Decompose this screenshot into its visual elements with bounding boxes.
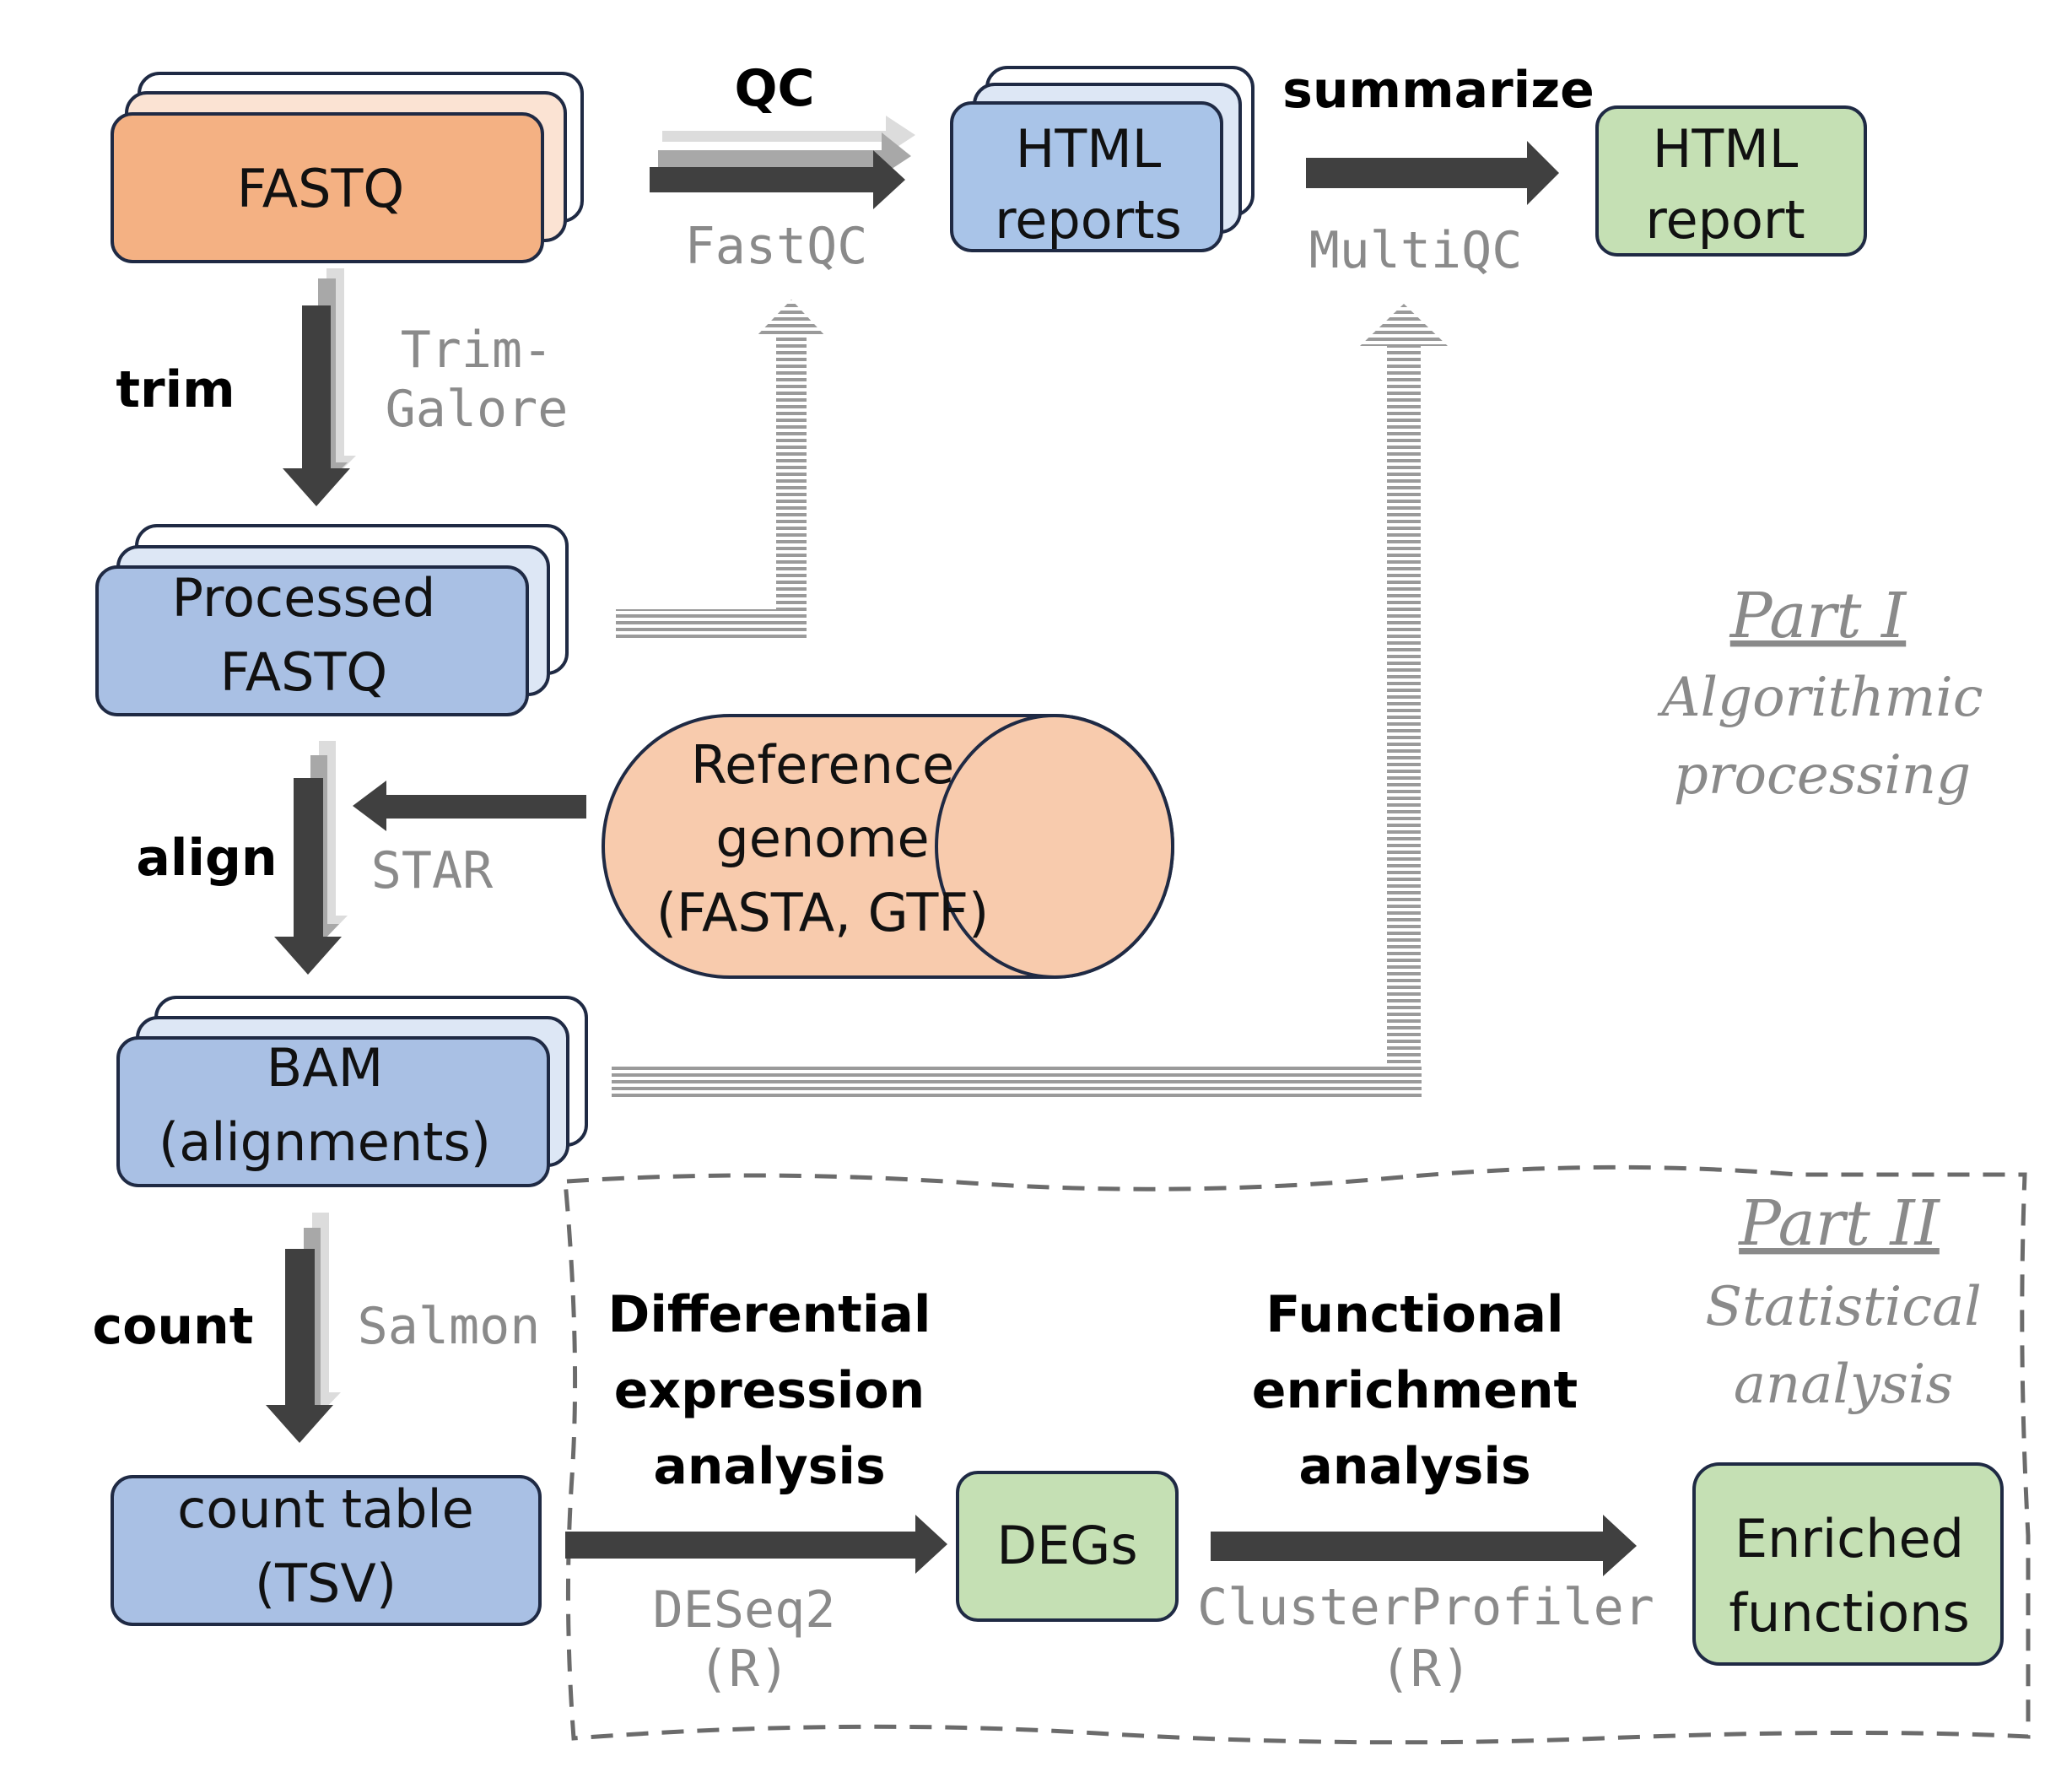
trim-galore-tool-label-line1: Trim- [401,321,553,380]
trim-arrow [283,268,356,506]
count-table-label-line2: (TSV) [255,1553,397,1614]
salmon-tool-label: Salmon [358,1297,541,1356]
html-reports-label-line2: reports [995,189,1182,251]
trim-galore-tool-label-line2: Galore [386,380,569,439]
html-report-node: HTML report [1595,105,1867,257]
count-step-label: count [93,1297,254,1356]
fe-step-label-line3: analysis [1298,1437,1530,1496]
multiqc-tool-label: MultiQC [1309,221,1523,280]
de-step-label-line2: expression [614,1361,925,1420]
processed-fastq-node: Processed FASTQ [95,524,569,716]
html-reports-label-line1: HTML [1016,118,1162,180]
count-table-label-line1: count table [177,1478,474,1540]
bam-label-line1: BAM [267,1037,383,1099]
fastq-label: FASTQ [237,158,404,219]
part2-title: Part II [1737,1187,1940,1260]
count-table-node: count table (TSV) [111,1475,542,1626]
fastq-node: FASTQ [111,72,584,263]
html-report-label-line2: report [1645,189,1805,251]
fe-step-label-line2: enrichment [1252,1361,1578,1420]
html-reports-node: HTML reports [950,66,1255,252]
part1-subtitle-line2: processing [1674,744,1971,807]
clusterprofiler-tool-label-line2: (R) [1380,1640,1471,1699]
count-arrow [266,1213,341,1443]
de-step-label-line1: Differential [608,1285,931,1344]
summarize-arrow [1306,141,1559,205]
trim-step-label: trim [116,360,235,419]
de-step-label-line3: analysis [653,1437,885,1496]
functional-enrichment-arrow [1211,1515,1637,1576]
degs-label: DEGs [996,1515,1137,1576]
bam-node: BAM (alignments) [116,996,588,1187]
enriched-functions-label-line2: functions [1729,1582,1970,1644]
enriched-functions-node: Enriched functions [1692,1462,2004,1666]
bam-to-multiqc-connector [612,304,1448,1099]
part2-subtitle-line1: Statistical [1705,1276,1981,1338]
degs-node: DEGs [956,1471,1179,1622]
part1-title: Part I [1729,580,1907,652]
reference-genome-label-line3: (FASTA, GTF) [656,882,989,943]
processed-fastq-label-line1: Processed [172,567,436,629]
deseq2-tool-label-line1: DESeq2 [653,1580,836,1640]
reference-genome-label-line2: genome [715,808,929,869]
processed-fastq-to-fastqc-connector [616,300,827,638]
qc-arrow [650,116,915,209]
part1-subtitle-line1: Algorithmic [1657,667,1983,729]
qc-step-label: QC [734,59,814,118]
part2-region-border [563,1164,2031,1745]
summarize-step-label: summarize [1282,61,1594,120]
clusterprofiler-tool-label-line1: ClusterProfiler [1197,1578,1654,1637]
differential-expression-arrow [565,1515,947,1574]
enriched-functions-label-line1: Enriched [1735,1508,1964,1570]
align-arrow [274,741,348,975]
html-report-label-line1: HTML [1653,118,1799,180]
processed-fastq-label-line2: FASTQ [220,641,387,703]
star-tool-label: STAR [371,841,494,900]
reference-to-align-arrow [353,781,586,831]
reference-genome-label-line1: Reference [691,734,954,796]
deseq2-tool-label-line2: (R) [699,1640,790,1699]
reference-genome-node: Reference genome (FASTA, GTF) [602,714,1174,979]
fe-step-label-line1: Functional [1265,1285,1563,1344]
part2-subtitle-line2: analysis [1734,1353,1953,1416]
align-step-label: align [136,829,277,888]
bam-label-line2: (alignments) [159,1111,491,1173]
fastqc-tool-label: FastQC [685,217,868,276]
